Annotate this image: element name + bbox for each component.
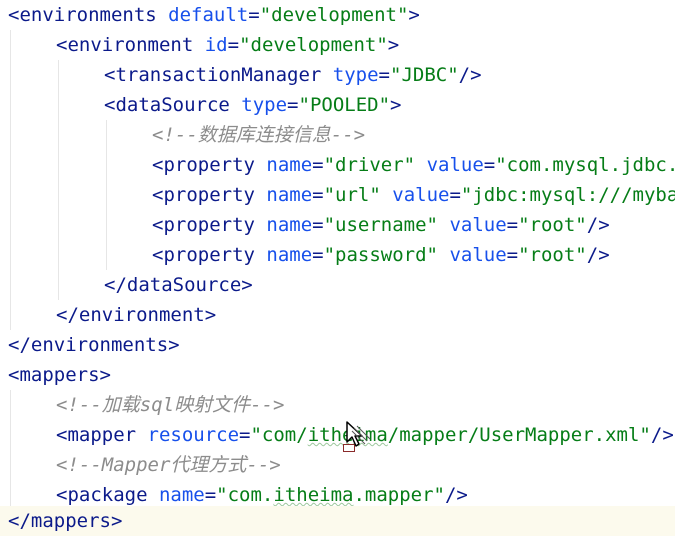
code-line[interactable]: <property name="url" value="jdbc:mysql:/…: [0, 180, 675, 210]
code-line[interactable]: <environment id="development">: [0, 30, 675, 60]
code-line[interactable]: <property name="driver" value="com.mysql…: [0, 150, 675, 180]
code-line[interactable]: <mappers>: [8, 364, 111, 386]
indent-guide: [10, 90, 11, 120]
code-line[interactable]: <!--Mapper代理方式-->: [0, 450, 675, 480]
indent-guide: [10, 180, 11, 210]
indent-guide: [10, 420, 11, 450]
code-line[interactable]: <dataSource type="POOLED">: [0, 90, 675, 120]
indent-guide: [58, 150, 59, 180]
mouse-pointer-icon: [346, 421, 371, 447]
indent-guide: [10, 270, 11, 300]
indent-guide: [58, 270, 59, 300]
indent-guide: [106, 210, 107, 240]
code-line[interactable]: <!--数据库连接信息-->: [0, 120, 675, 150]
indent-guide: [10, 390, 11, 420]
indent-guide: [10, 120, 11, 150]
indent-guide: [58, 180, 59, 210]
code-line[interactable]: <package name="com.itheima.mapper"/>: [0, 480, 675, 510]
indent-guide: [10, 480, 11, 510]
indent-guide: [10, 240, 11, 270]
indent-guide: [10, 60, 11, 90]
indent-guide: [58, 60, 59, 90]
indent-guide: [106, 150, 107, 180]
code-line[interactable]: <!--加载sql映射文件-->: [0, 390, 675, 420]
indent-guide: [106, 240, 107, 270]
indent-guide: [58, 240, 59, 270]
indent-guide: [10, 210, 11, 240]
indent-guide: [10, 300, 11, 330]
indent-guide: [10, 450, 11, 480]
code-line-current[interactable]: </mappers>: [0, 506, 675, 536]
code-line[interactable]: <property name="password" value="root"/>: [0, 240, 675, 270]
indent-guide: [58, 120, 59, 150]
code-line[interactable]: </environment>: [0, 300, 675, 330]
code-line[interactable]: <environments default="development">: [8, 4, 420, 26]
code-line[interactable]: </environments>: [8, 334, 180, 356]
indent-guide: [10, 30, 11, 60]
indent-guide: [58, 210, 59, 240]
text-marker-icon: [343, 444, 355, 452]
indent-guide: [10, 150, 11, 180]
code-line[interactable]: <property name="username" value="root"/>: [0, 210, 675, 240]
indent-guide: [106, 120, 107, 150]
code-line[interactable]: <transactionManager type="JDBC"/>: [0, 60, 675, 90]
indent-guide: [106, 180, 107, 210]
code-line[interactable]: <mapper resource="com/itheima/mapper/Use…: [0, 420, 675, 450]
indent-guide: [58, 90, 59, 120]
code-line[interactable]: </dataSource>: [0, 270, 675, 300]
